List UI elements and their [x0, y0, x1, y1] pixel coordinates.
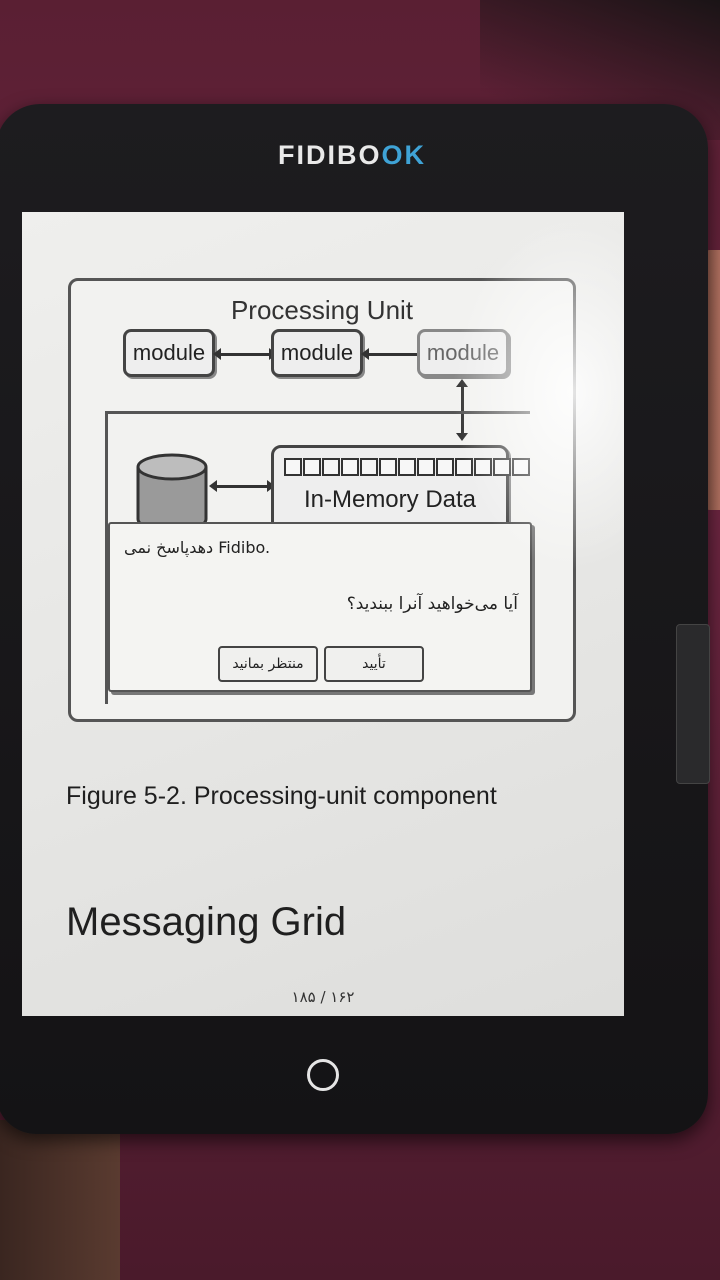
ereader-device: FIDIBOOK Processing Unit module module m… — [0, 104, 710, 1134]
arrow-db-memory — [209, 480, 275, 492]
not-responding-dialog: دهدپاسخ نمی Fidibo. آیا می‌خواهید آنرا ب… — [108, 522, 532, 692]
section-heading: Messaging Grid — [66, 900, 347, 944]
arrow-module-1-2 — [213, 348, 277, 360]
figure-caption: Figure 5-2. Processing-unit component — [66, 782, 497, 810]
brand-accent: OK — [381, 140, 426, 170]
inner-frame — [105, 411, 530, 704]
page-number: ۱۸۵ / ۱۶۲ — [291, 988, 355, 1006]
memory-label: In-Memory Data — [303, 486, 477, 513]
eink-screen[interactable]: Processing Unit module module module In-… — [22, 212, 624, 1016]
home-button[interactable] — [307, 1059, 339, 1091]
module-box-3: module — [417, 329, 509, 377]
dialog-question: آیا می‌خواهید آنرا ببندید؟ — [346, 594, 518, 614]
database-icon — [136, 453, 208, 533]
brand-main: FIDIBO — [278, 140, 382, 170]
memory-box: In-Memory Data — [271, 445, 530, 533]
module-box-1: module — [123, 329, 215, 377]
memory-cells — [284, 458, 531, 476]
confirm-button[interactable]: تأیید — [324, 646, 424, 682]
arrow-module-2-3 — [361, 348, 425, 360]
figure-title: Processing Unit — [230, 295, 414, 325]
dialog-message: دهدپاسخ نمی Fidibo. — [124, 538, 271, 557]
brand-logo: FIDIBOOK — [0, 140, 708, 171]
hand-left — [0, 1120, 120, 1280]
wait-button[interactable]: منتظر بمانید — [218, 646, 318, 682]
page-turn-button[interactable] — [676, 624, 710, 784]
module-box-2: module — [271, 329, 363, 377]
